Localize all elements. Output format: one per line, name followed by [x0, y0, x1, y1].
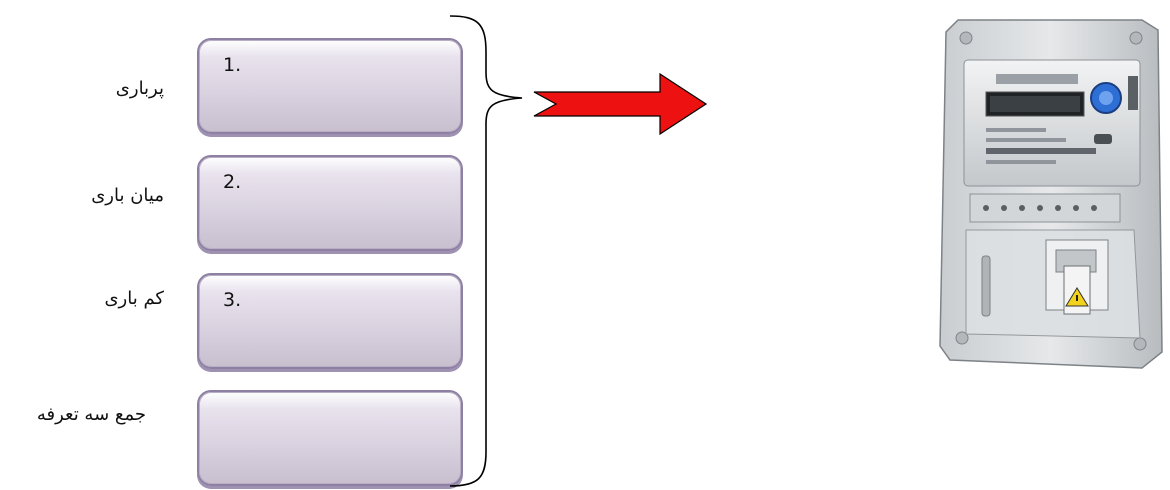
box-number-3: 3.: [223, 289, 242, 311]
box-number-2: 2.: [223, 171, 242, 193]
value-box-total: [197, 390, 463, 486]
value-box-peak: 1.: [197, 38, 463, 134]
row-label-peak: پرباری: [115, 78, 164, 99]
row-label-low: کم باری: [104, 288, 164, 309]
box-number-1: 1.: [223, 54, 242, 76]
row-label-mid: میان باری: [91, 185, 164, 206]
value-box-mid: 2.: [197, 155, 463, 251]
curly-brace: [449, 15, 523, 487]
row-label-total: جمع سه تعرفه: [36, 404, 146, 425]
value-box-low: 3.: [197, 273, 463, 369]
electricity-meter-image: [939, 19, 1163, 369]
red-arrow-icon: [533, 72, 708, 136]
